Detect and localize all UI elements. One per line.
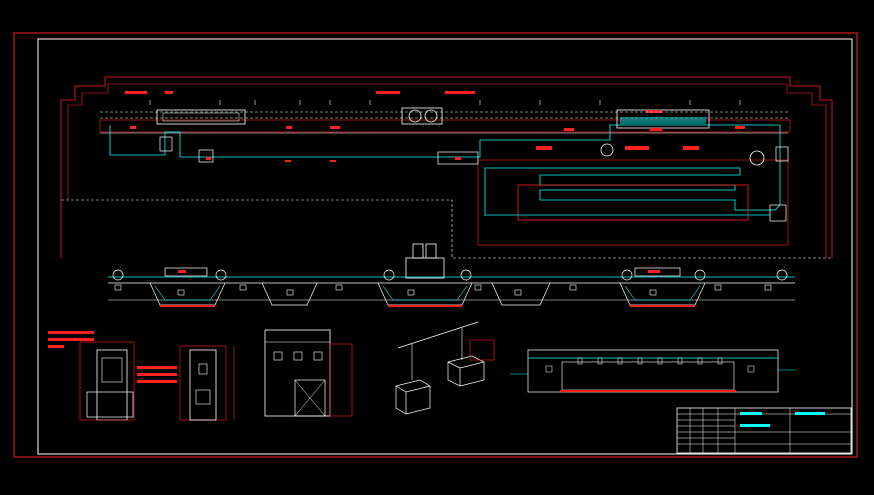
conveyor-band bbox=[99, 119, 791, 133]
fan-box bbox=[401, 107, 443, 125]
red-accents-elev bbox=[160, 305, 695, 307]
equip-box-1 bbox=[198, 149, 214, 163]
detail-2-box-1 bbox=[198, 363, 208, 375]
lower-enclosure bbox=[477, 159, 789, 246]
detail-3-x2 bbox=[294, 379, 326, 417]
detail-4 bbox=[395, 321, 495, 415]
detail-2-box-2 bbox=[195, 389, 211, 405]
sprockets bbox=[112, 269, 788, 281]
tank-2 bbox=[749, 150, 765, 166]
hoist-top-1 bbox=[412, 243, 424, 259]
detail-1 bbox=[48, 331, 177, 421]
dryer-room bbox=[517, 184, 749, 221]
fan-1 bbox=[408, 109, 422, 123]
red-tags bbox=[125, 91, 745, 162]
detail-3-win-3 bbox=[313, 351, 323, 361]
spray-booth-mesh bbox=[620, 117, 706, 124]
detail-2-column bbox=[189, 349, 217, 421]
detail-1-inner bbox=[101, 357, 123, 383]
title-block bbox=[676, 407, 852, 454]
dashed-leader-1 bbox=[61, 199, 832, 259]
detail-4-frame bbox=[469, 339, 495, 361]
detail-2 bbox=[179, 345, 235, 421]
detail-4-box-2 bbox=[447, 355, 485, 387]
outer-frame bbox=[13, 32, 858, 458]
detail-5-frame bbox=[527, 349, 779, 393]
elev-oven-2 bbox=[634, 267, 681, 277]
detail-1-tags bbox=[137, 366, 177, 383]
equip-box-5 bbox=[775, 146, 789, 162]
detail-1-notes bbox=[48, 331, 94, 348]
spray-booth bbox=[616, 109, 710, 129]
building-inner-wall bbox=[67, 83, 827, 258]
detail-3-win-1 bbox=[273, 351, 283, 361]
hangers bbox=[114, 284, 772, 296]
detail-3-win-2 bbox=[293, 351, 303, 361]
detail-1-base bbox=[86, 391, 134, 418]
elev-oven-1-tag bbox=[178, 270, 186, 273]
equip-box-4 bbox=[769, 204, 787, 222]
tank-1 bbox=[600, 143, 614, 157]
detail-5-red-base bbox=[560, 390, 736, 392]
title-cell-cyan-2 bbox=[795, 412, 825, 415]
detail-3-frame bbox=[329, 343, 353, 417]
title-block-frame bbox=[676, 407, 852, 454]
detail-5-oven bbox=[561, 361, 735, 391]
inner-frame bbox=[37, 38, 853, 455]
elev-oven-1 bbox=[164, 267, 208, 277]
fan-2 bbox=[424, 109, 438, 123]
oven-1-inner bbox=[162, 112, 240, 122]
tanks-elevation bbox=[149, 282, 706, 306]
building-outline bbox=[60, 76, 833, 258]
hoist-top-2 bbox=[425, 243, 437, 259]
equip-box-3 bbox=[159, 136, 173, 152]
elevation-view bbox=[108, 243, 795, 307]
title-cell-cyan-3 bbox=[740, 424, 770, 427]
trough-inner-cyan bbox=[154, 285, 701, 301]
detail-4-box-1 bbox=[395, 379, 431, 415]
hoist-tower bbox=[405, 257, 445, 279]
detail-1-frame bbox=[79, 341, 135, 421]
detail-5 bbox=[510, 349, 796, 393]
plan-view bbox=[60, 76, 833, 259]
oven-1 bbox=[156, 109, 246, 125]
detail-1-box bbox=[96, 349, 128, 421]
detail-5-hangers bbox=[545, 357, 755, 373]
detail-2-frame bbox=[179, 345, 227, 421]
detail-3-room bbox=[264, 329, 331, 417]
detail-4-beam bbox=[397, 321, 479, 349]
wall-ticks bbox=[149, 100, 741, 105]
elev-oven-2-tag bbox=[648, 270, 660, 273]
detail-3-lower bbox=[294, 379, 326, 417]
detail-3 bbox=[264, 329, 353, 417]
title-cell-cyan-1 bbox=[740, 412, 762, 415]
equip-box-2 bbox=[437, 151, 479, 165]
conveyor-path bbox=[109, 124, 781, 216]
